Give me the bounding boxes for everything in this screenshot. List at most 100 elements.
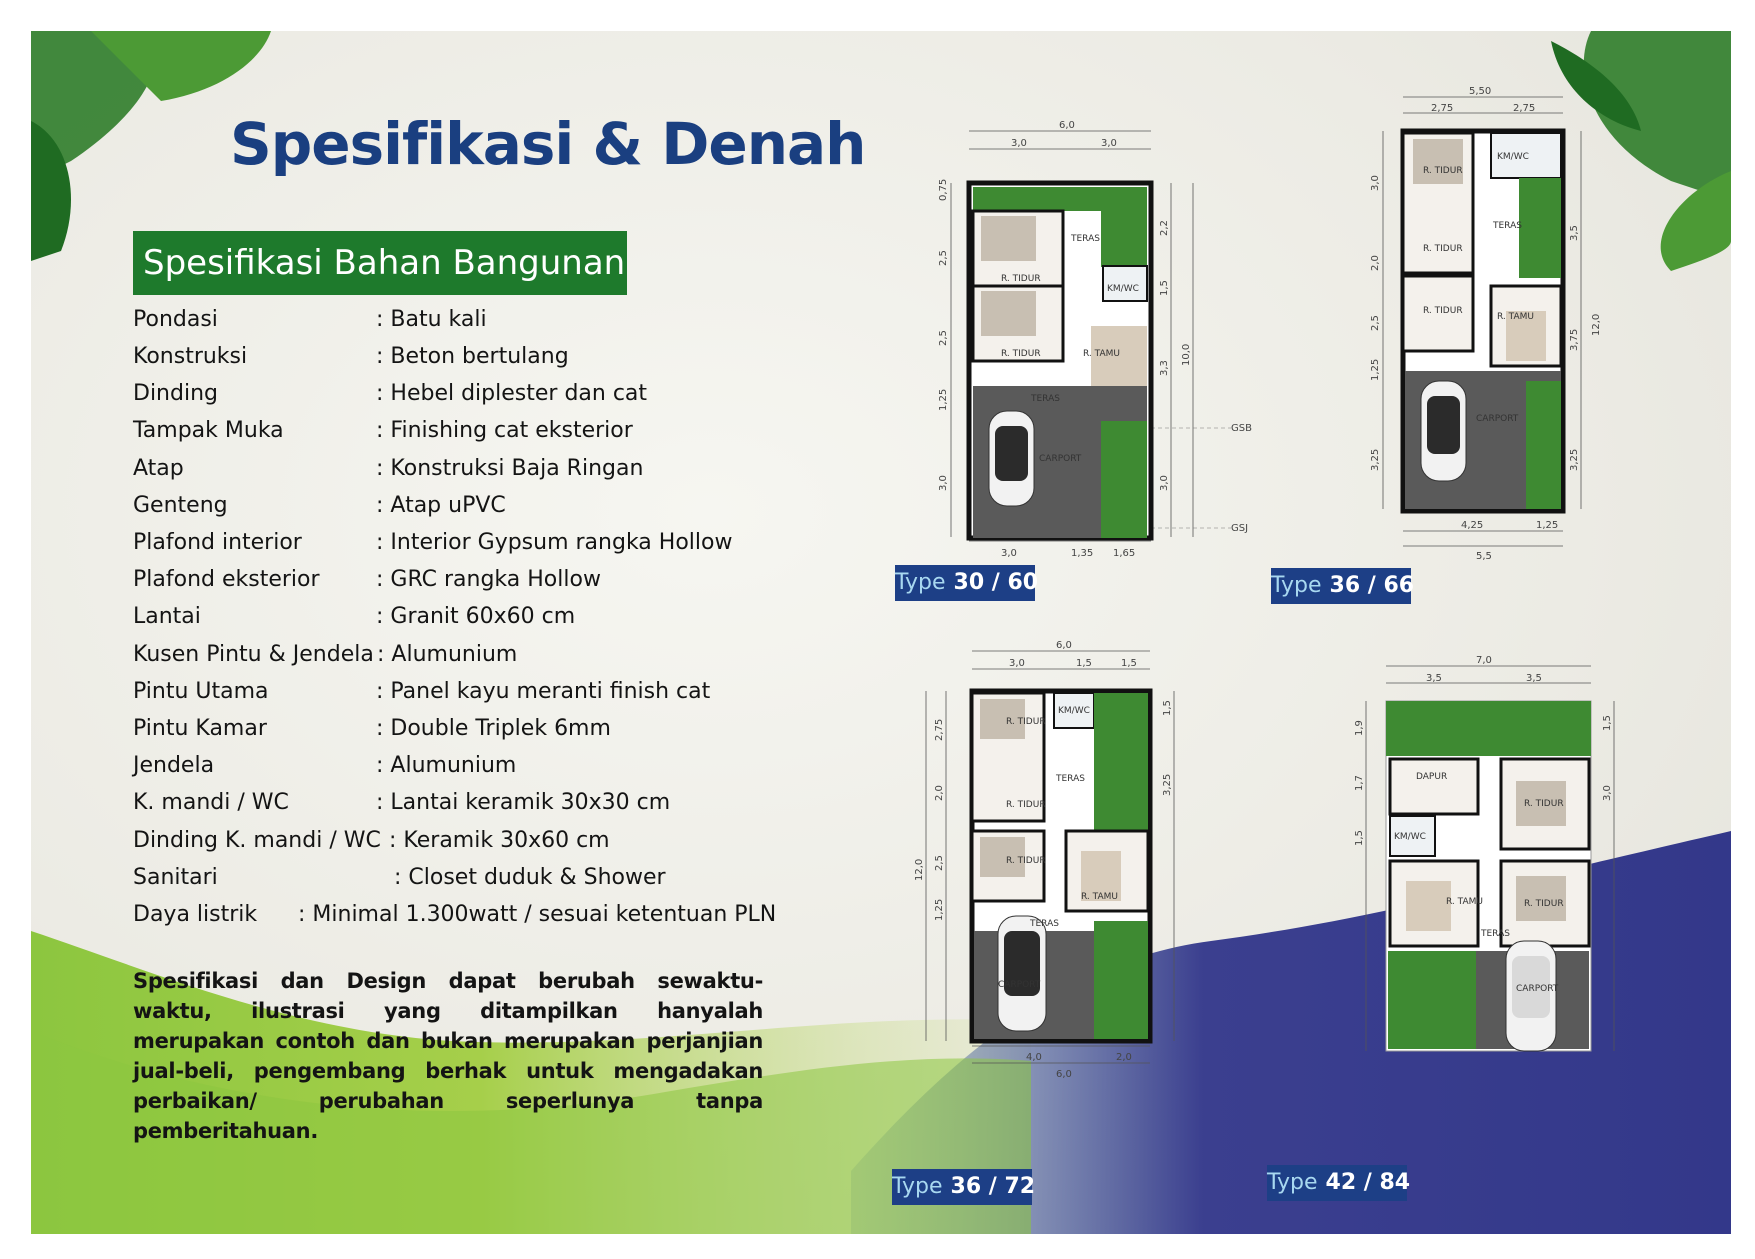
room-label: KM/WC [1058, 706, 1090, 716]
room-label: R. TIDUR [1001, 274, 1041, 284]
dim-label: 2,2 [1159, 220, 1170, 236]
room-label: DAPUR [1416, 772, 1447, 782]
dim-label: 3,0 [1011, 138, 1027, 149]
room-label: R. TAMU [1446, 897, 1483, 907]
spec-value: : Alumunium [376, 753, 517, 778]
type-badge-36-72: Type 36 / 72 [892, 1169, 1035, 1205]
dim-label: 3,0 [1602, 785, 1613, 801]
spec-value: : Beton bertulang [376, 344, 569, 369]
room-label: TERAS [1070, 234, 1100, 244]
spec-label: Kusen Pintu & Jendela [133, 642, 374, 667]
dim-label: 6,0 [1056, 1069, 1072, 1080]
dim-label: 3,5 [1526, 673, 1542, 684]
room-label: R. TIDUR [1006, 800, 1046, 810]
dim-label: 1,5 [1121, 658, 1137, 669]
dim-label: 1,35 [1071, 548, 1093, 559]
background-waves [31, 31, 1731, 1234]
dim-label: 3,5 [1426, 673, 1442, 684]
room-label: R. TAMU [1081, 892, 1118, 902]
type-word: Type [892, 1174, 943, 1199]
dim-label: 3,75 [1569, 329, 1580, 351]
dim-label: 2,0 [1116, 1052, 1132, 1063]
brochure-page: Spesifikasi & Denah Spesifikasi Bahan Ba… [31, 31, 1731, 1234]
spec-label: Konstruksi [133, 344, 248, 369]
dim-label: 1,5 [1354, 830, 1365, 846]
dim-label: 1,25 [938, 389, 949, 411]
dim-label: 12,0 [914, 859, 925, 881]
spec-label: Jendela [133, 753, 215, 778]
type-badge-30-60: Type 30 / 60 [895, 565, 1038, 601]
dim-label: 2,5 [938, 250, 949, 266]
spec-label: Atap [133, 456, 184, 481]
dim-label: 3,5 [1569, 225, 1580, 241]
dim-label: 6,0 [1056, 640, 1072, 651]
room-label: R. TIDUR [1524, 899, 1564, 909]
spec-label: Tampak Muka [133, 418, 284, 443]
dim-label: 1,5 [1076, 658, 1092, 669]
spec-value: : Panel kayu meranti finish cat [376, 679, 711, 704]
type-word: Type [1267, 1170, 1318, 1195]
floor-plan-type-36-66: 5,50 2,75 2,75 3,0 2,0 2,5 1,25 3,25 3,5… [1370, 86, 1602, 561]
gsj-label: GSJ [1231, 523, 1248, 534]
spec-value: : Double Triplek 6mm [376, 716, 611, 741]
dim-label: 4,0 [1026, 1052, 1042, 1063]
dim-label: 1,5 [1162, 700, 1173, 716]
spec-label: Dinding K. mandi / WC [133, 828, 381, 853]
dim-label: 3,0 [1101, 138, 1117, 149]
dim-label: 2,5 [934, 855, 945, 871]
gsb-label: GSB [1231, 423, 1252, 434]
type-number: 36 / 66 [1329, 573, 1415, 598]
room-label: CARPORT [1476, 414, 1519, 424]
dim-label: 1,7 [1354, 775, 1365, 791]
floor-plan-type-36-72: 6,0 3,0 1,5 1,5 2,75 2,0 2,5 1,25 12,0 1… [914, 640, 1175, 1080]
spec-value: : Hebel diplester dan cat [376, 381, 648, 406]
spec-value: : GRC rangka Hollow [376, 567, 601, 592]
room-label: KM/WC [1107, 284, 1139, 294]
dim-label: 1,25 [934, 899, 945, 921]
spec-label: K. mandi / WC [133, 790, 289, 815]
leaf-decoration-top-left [31, 31, 271, 261]
dim-label: 5,50 [1469, 86, 1491, 97]
room-label: R. TIDUR [1006, 717, 1046, 727]
type-number: 36 / 72 [950, 1174, 1036, 1199]
dim-label: 3,0 [1159, 475, 1170, 491]
dim-label: 10,0 [1181, 344, 1192, 366]
dim-label: 3,25 [1569, 449, 1580, 471]
dim-label: 12,0 [1591, 314, 1602, 336]
spec-label: Plafond interior [133, 530, 302, 555]
spec-heading-banner: Spesifikasi Bahan Bangunan [133, 231, 627, 295]
room-label: CARPORT [1516, 984, 1559, 994]
type-number: 42 / 84 [1325, 1170, 1411, 1195]
spec-label: Pintu Kamar [133, 716, 267, 741]
type-number: 30 / 60 [953, 570, 1039, 595]
dim-label: 3,25 [1162, 774, 1173, 796]
room-label: TERAS [1030, 394, 1060, 404]
spec-value: : Atap uPVC [376, 493, 506, 518]
spec-label: Pintu Utama [133, 679, 269, 704]
spec-label: Sanitari [133, 865, 218, 890]
type-word: Type [895, 570, 946, 595]
dim-label: 5,5 [1476, 551, 1492, 561]
spec-value: : Granit 60x60 cm [376, 604, 576, 629]
dim-label: 2,0 [1370, 255, 1381, 271]
dim-label: 3,0 [1370, 175, 1381, 191]
dim-label: 2,75 [1513, 103, 1535, 114]
green-wave-top [31, 1031, 1031, 1234]
room-label: KM/WC [1497, 152, 1529, 162]
dim-label: 3,0 [1001, 548, 1017, 559]
dim-label: 2,5 [1370, 315, 1381, 331]
room-label: R. TIDUR [1423, 166, 1463, 176]
spec-value: : Lantai keramik 30x30 cm [376, 790, 671, 815]
spec-label: Daya listrik [133, 902, 258, 927]
room-label: TERAS [1492, 221, 1522, 231]
room-label: R. TIDUR [1524, 799, 1564, 809]
room-label: TERAS [1480, 929, 1510, 939]
dim-label: 3,0 [1009, 658, 1025, 669]
room-label: KM/WC [1394, 832, 1426, 842]
room-label: CARPORT [998, 980, 1041, 990]
dim-label: 6,0 [1059, 120, 1075, 131]
disclaimer-note: Spesifikasi dan Design dapat berubah sew… [133, 969, 763, 1143]
dim-label: 2,75 [934, 719, 945, 741]
spec-value: : Finishing cat eksterior [376, 418, 633, 443]
